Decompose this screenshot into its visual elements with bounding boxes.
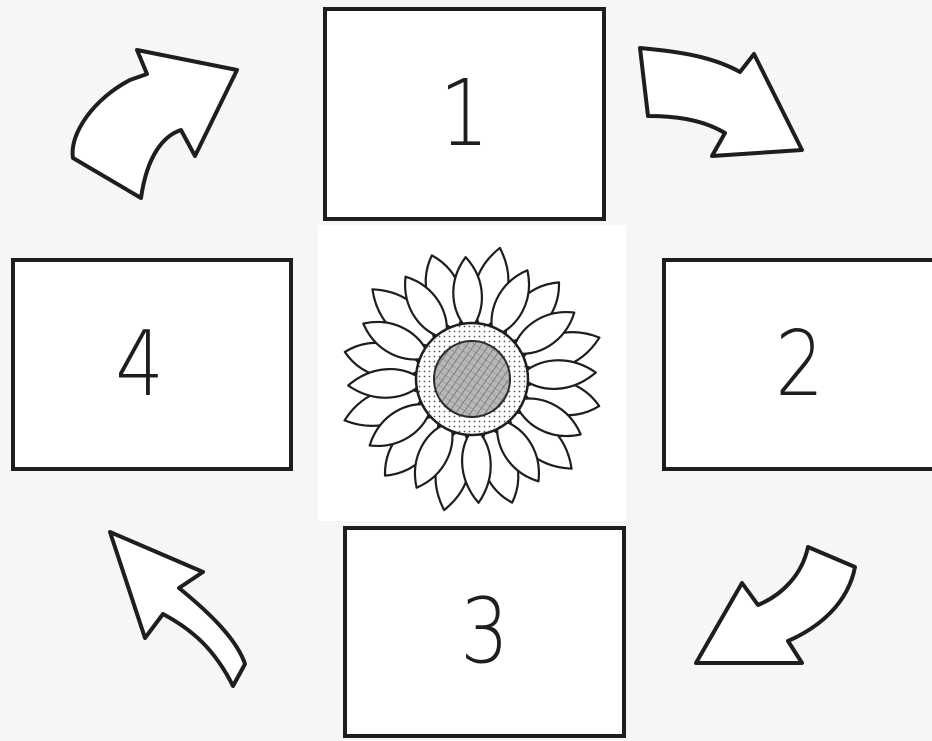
step-box-1: 1 [323,7,606,221]
curved-arrow-down-right-icon [630,38,820,163]
step-label-3: 3 [460,587,509,677]
step-box-4: 4 [11,258,293,471]
step-box-3: 3 [343,526,626,738]
curved-arrow-up-left-icon [85,522,260,697]
step-label-4: 4 [115,320,164,410]
step-box-2: 2 [662,258,932,471]
sunflower-icon [322,238,622,520]
curved-arrow-up-right-icon [55,38,255,208]
step-label-1: 1 [440,68,490,160]
curved-arrow-down-left-icon [680,535,870,685]
step-label-2: 2 [775,320,824,410]
